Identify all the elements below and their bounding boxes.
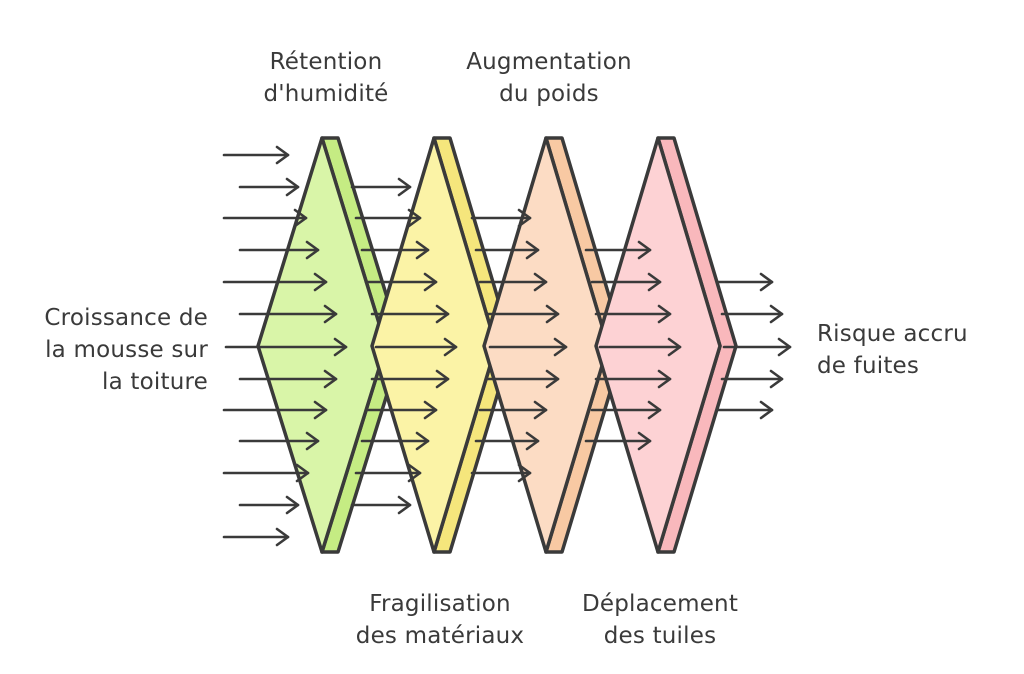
flow-arrow-22 [590, 272, 662, 292]
output-arrow-4 [720, 369, 784, 389]
flow-arrow-2 [354, 208, 422, 228]
flow-arrow-10 [354, 463, 422, 483]
filter-panel-4 [594, 136, 738, 554]
input-arrow-12 [238, 495, 300, 515]
flow-arrow-11 [350, 495, 412, 515]
stage-1-label-line-2: d'humidité [263, 81, 389, 107]
input-arrow-6 [238, 304, 338, 324]
flow-arrows [222, 145, 792, 547]
flow-arrow-14 [478, 272, 548, 292]
stage-label-fragilisation: Fragilisation des matériaux [340, 588, 540, 652]
input-label-line-3: la toiture [102, 369, 208, 395]
input-arrow-13 [222, 527, 290, 547]
output-label-line-1: Risque accru [817, 321, 968, 347]
panel-face-1 [256, 136, 388, 554]
input-label-line-2: la mousse sur [45, 337, 208, 363]
flow-arrow-15 [484, 304, 560, 324]
flow-arrow-21 [584, 240, 652, 260]
input-arrow-3 [222, 208, 308, 228]
input-label-line-1: Croissance de [44, 305, 208, 331]
stage-1-label-line-1: Rétention [269, 49, 383, 75]
output-arrow-2 [720, 304, 784, 324]
input-arrow-8 [238, 369, 338, 389]
stage-label-poids: Augmentation du poids [444, 46, 654, 110]
flow-arrow-1 [350, 177, 412, 197]
output-arrow-3 [722, 337, 792, 357]
stage-label-deplacement: Déplacement des tuiles [560, 588, 760, 652]
output-arrow-1 [716, 272, 774, 292]
flow-arrow-26 [590, 400, 662, 420]
flow-arrow-8 [364, 400, 438, 420]
input-arrow-4 [238, 240, 320, 260]
output-label-line-2: de fuites [817, 353, 920, 379]
flow-arrow-27 [584, 431, 652, 451]
flow-arrow-25 [594, 369, 672, 389]
stage-4-label-line-2: des tuiles [603, 623, 717, 649]
input-arrow-7 [224, 337, 348, 357]
flow-arrow-17 [484, 369, 560, 389]
flow-arrow-4 [364, 272, 438, 292]
output-arrow-5 [716, 400, 774, 420]
stage-3-label-line-1: Augmentation [466, 49, 632, 75]
panel-face-3 [482, 136, 610, 554]
filter-panels [256, 136, 738, 554]
panel-face-4 [594, 136, 722, 554]
flow-arrow-7 [370, 369, 450, 389]
flow-arrow-18 [478, 400, 548, 420]
input-arrow-11 [222, 463, 310, 483]
flow-arrow-24 [598, 337, 682, 357]
stage-3-label-line-2: du poids [499, 81, 599, 107]
input-arrow-5 [222, 272, 328, 292]
flow-arrow-16 [488, 337, 568, 357]
flow-arrow-19 [474, 431, 540, 451]
output-label: Risque accru de fuites [817, 318, 1017, 382]
flow-arrow-6 [374, 337, 458, 357]
input-arrow-2 [238, 177, 300, 197]
input-arrow-10 [238, 431, 320, 451]
flow-arrow-3 [360, 240, 430, 260]
stage-2-label-line-1: Fragilisation [369, 591, 511, 617]
flow-arrow-12 [470, 208, 532, 228]
input-label: Croissance de la mousse sur la toiture [10, 302, 208, 398]
input-arrow-1 [222, 145, 290, 165]
stage-2-label-line-2: des matériaux [355, 623, 525, 649]
flow-arrow-9 [360, 431, 430, 451]
stage-4-label-line-1: Déplacement [581, 591, 739, 617]
flow-arrow-23 [594, 304, 672, 324]
input-arrow-9 [222, 400, 328, 420]
flow-arrow-20 [470, 463, 532, 483]
flow-arrow-13 [474, 240, 540, 260]
stage-label-retention: Rétention d'humidité [236, 46, 416, 110]
panel-face-2 [370, 136, 498, 554]
flow-arrow-5 [370, 304, 450, 324]
